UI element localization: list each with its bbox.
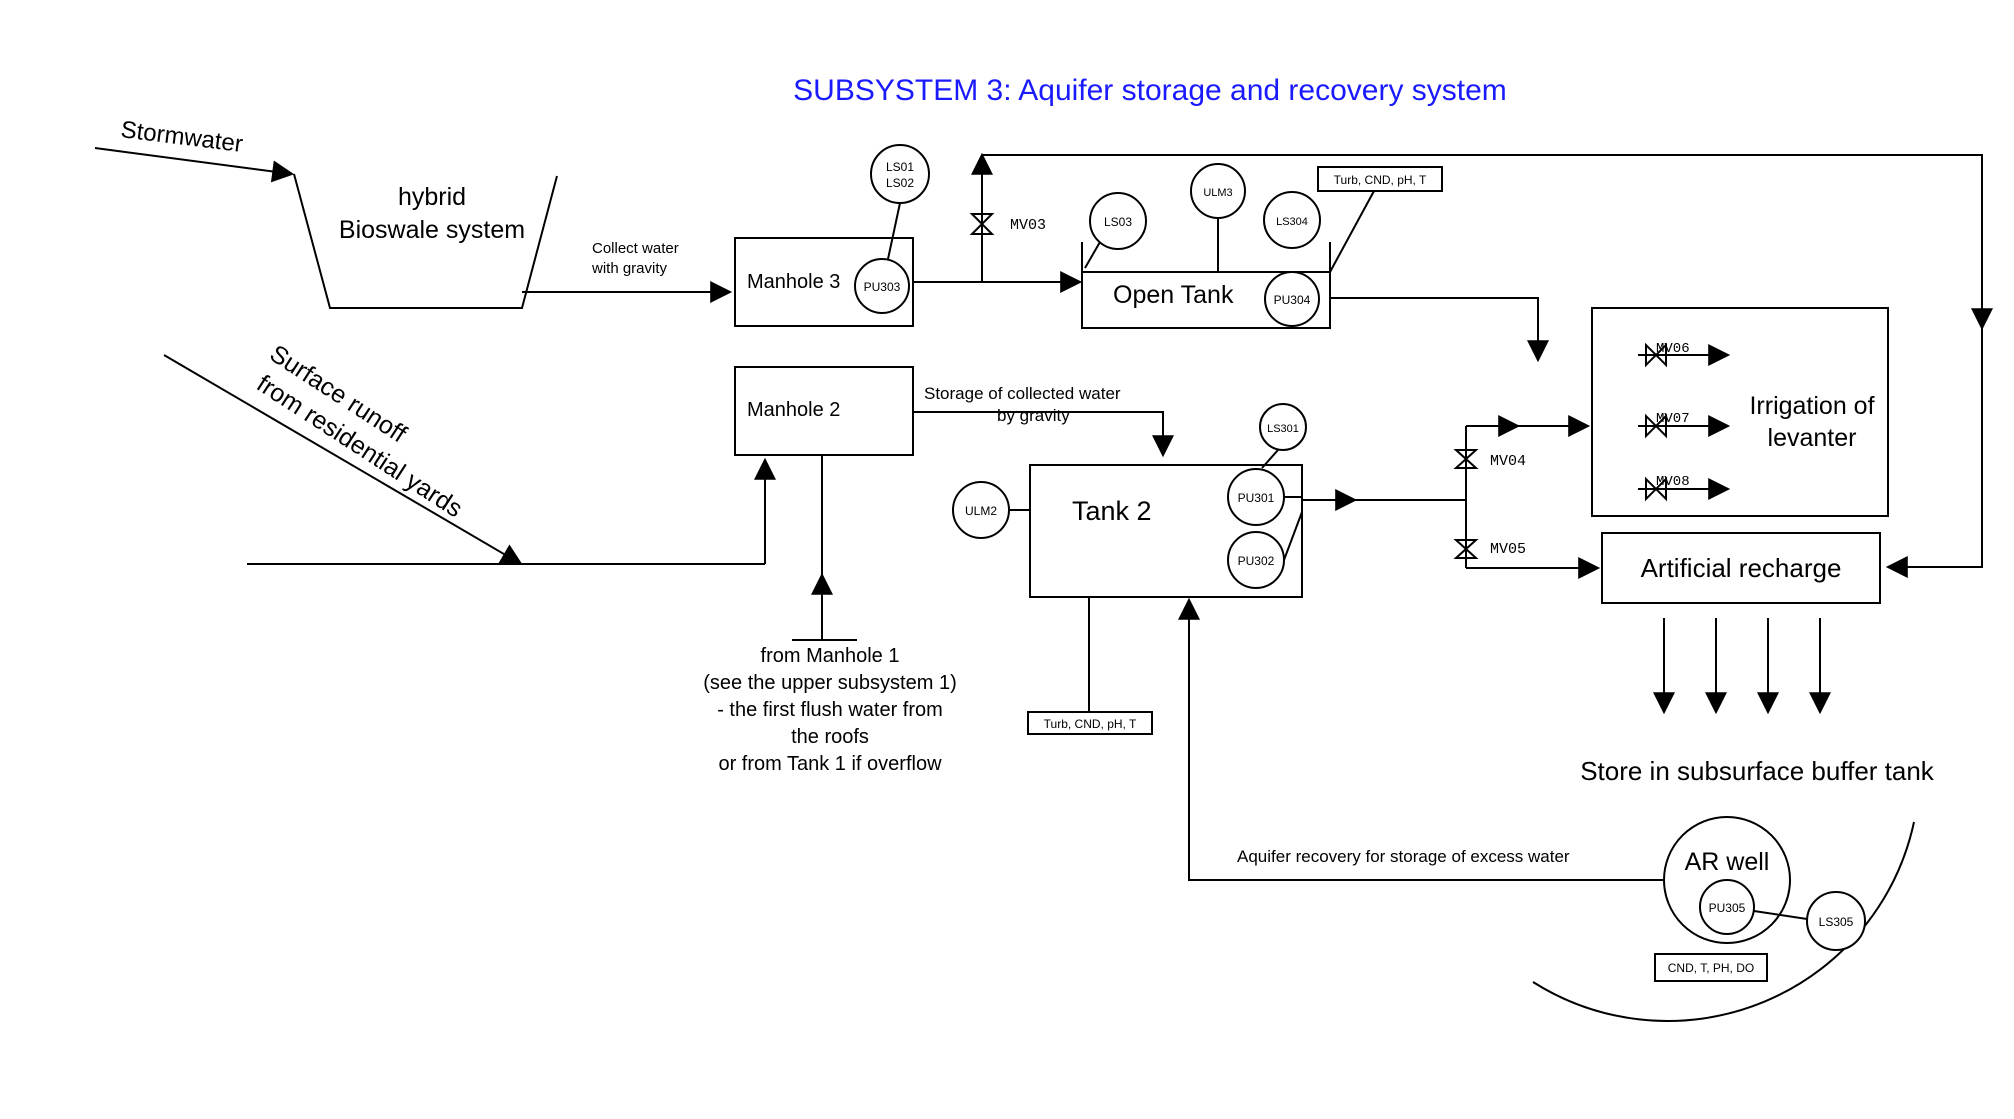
open-tank-sensor-box [1317,166,1443,192]
ls305-connector [1753,910,1808,920]
pu303-instrument [854,258,910,314]
ls301-instrument [1259,403,1307,451]
tank2-label: Tank 2 [1072,496,1152,526]
ls301-connector [1261,449,1279,469]
mv05-valve-icon [1453,539,1479,559]
artificial-recharge-box [1601,532,1881,604]
bypass-to-recharge [1885,328,1983,578]
mv06-valve-icon [1645,342,1667,368]
diagram-title: SUBSYSTEM 3: Aquifer storage and recover… [793,74,1507,107]
bioswale-basin [293,173,558,309]
bioswale-label-line1: hybrid [398,183,466,211]
ulm3-label: ULM3 [1203,187,1232,199]
from-manhole-note-line3: - the first flush water from [717,699,943,721]
pu305-instrument [1699,879,1755,935]
bioswale-label-line2: Bioswale system [339,216,525,244]
ar-well-label: AR well [1685,848,1770,876]
artificial-recharge-label: Artificial recharge [1641,553,1842,583]
mv06-label: MV06 [1656,341,1690,357]
ls304-label: LS304 [1276,216,1308,228]
from-manhole-note-line1: from Manhole 1 [761,645,900,667]
irrigation-label-line1: Irrigation of [1749,392,1874,420]
storage-note-line1: Storage of collected water [924,384,1121,403]
store-subsurface-label: Store in subsurface buffer tank [1580,756,1935,786]
ls01-connector [887,202,901,260]
mv05-label: MV05 [1490,541,1526,558]
from-manhole-note-line4: the roofs [791,726,869,748]
pu304-instrument [1264,271,1320,327]
ar-well-sensor-label: CND, T, PH, DO [1668,961,1754,975]
storage-note-line2: by gravity [997,406,1070,425]
ls03-instrument [1089,192,1147,250]
stormwater-label: Stormwater [119,116,244,158]
pu302-outlet-stub [1283,511,1303,561]
ulm2-label: ULM2 [965,504,997,518]
pu303-label: PU303 [864,280,901,294]
subsurface-buffer-arc [1532,821,1915,1022]
ls01-ls02-instrument [870,144,930,204]
ls01-label: LS01 [886,160,914,174]
pu305-label: PU305 [1709,901,1746,915]
ls03-connector [1084,241,1101,269]
flow-manhole2-to-tank2 [913,411,1174,458]
flow-open-tank-down [1330,297,1549,363]
manhole3-label: Manhole 3 [747,271,840,293]
mv03-valve-icon [969,213,995,235]
mv03-label: MV03 [1010,217,1046,234]
ar-well-sensor-box [1654,953,1768,982]
surface-runoff-arrow [163,354,523,566]
mv04-label: MV04 [1490,453,1526,470]
irrigation-box [1591,307,1889,517]
aquifer-recovery-label: Aquifer recovery for storage of excess w… [1237,847,1570,866]
manhole2-label: Manhole 2 [747,399,840,421]
tank2-sensor-label: Turb, CND, pH, T [1044,717,1137,731]
from-manhole-note-line5: or from Tank 1 if overflow [718,753,942,775]
stormwater-arrow [94,147,295,183]
mv04-valve-icon [1453,449,1479,469]
mv07-valve-icon [1645,413,1667,439]
collect-note-line2: with gravity [591,260,668,277]
ls304-instrument [1263,191,1321,249]
pu302-label: PU302 [1238,554,1275,568]
collect-note-line1: Collect water [592,240,679,257]
irrigation-label-line2: levanter [1768,424,1857,452]
pu304-label: PU304 [1274,293,1311,307]
from-manhole-note-line2: (see the upper subsystem 1) [703,672,956,694]
ls305-instrument [1806,891,1866,951]
open-tank-walls [1081,242,1331,329]
open-tank-sensor-label: Turb, CND, pH, T [1334,173,1427,187]
aquifer-recovery-line [1178,597,1665,881]
ls02-label: LS02 [886,176,914,190]
ls03-label: LS03 [1104,215,1132,229]
mv07-label: MV07 [1656,411,1690,427]
pu301-label: PU301 [1238,491,1275,505]
open-tank-label: Open Tank [1113,281,1234,309]
tank2-sensor-box [1027,711,1153,735]
bypass-line-top [982,154,1993,331]
open-tank-sensor-connector [1329,190,1375,273]
ls301-label: LS301 [1267,423,1299,435]
mv08-valve-icon [1645,476,1667,502]
mv08-label: MV08 [1656,474,1690,490]
ls305-label: LS305 [1819,915,1854,929]
manhole2-box [734,366,914,456]
